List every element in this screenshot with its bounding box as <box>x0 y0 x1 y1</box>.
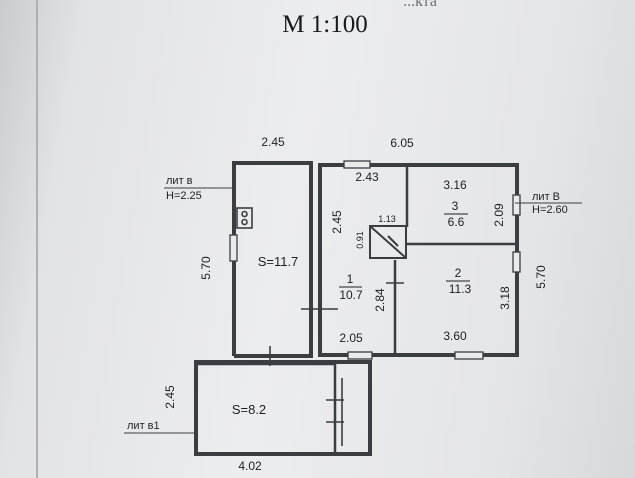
area-porch: S=8.2 <box>232 402 266 417</box>
stove-icon <box>236 207 253 229</box>
lit-label-porch: лит в1 <box>127 420 160 432</box>
room-3-area: 6.6 <box>448 215 465 229</box>
dim-right-lower: 3.18 <box>498 286 512 310</box>
room-2-area: 11.3 <box>449 282 472 296</box>
window-bottom-left <box>347 351 373 360</box>
window-top <box>343 160 371 169</box>
lit-label-left-block: лит в <box>166 175 193 187</box>
dim-stair-width: 1.13 <box>378 214 396 224</box>
staircase-landing <box>387 235 399 247</box>
window-bottom-right <box>454 351 484 360</box>
partitions <box>196 167 516 453</box>
window-right-upper <box>512 194 521 216</box>
height-left-block: Н=2.25 <box>166 190 202 202</box>
dim-mid-vertical: 2.84 <box>373 288 387 312</box>
room-1-area: 10.7 <box>339 288 363 302</box>
dim-top-left: 2.45 <box>261 135 285 149</box>
door-marks <box>269 282 404 446</box>
dim-top-inner: 2.43 <box>355 170 379 184</box>
dim-left-block-height: 5.70 <box>199 256 213 280</box>
sheet-margin-line <box>36 0 38 478</box>
dim-bottom-right: 3.60 <box>443 329 467 343</box>
dim-right-inner: 2.09 <box>492 203 506 227</box>
lit-label-main-block: лит В <box>532 191 560 203</box>
staircase <box>369 225 407 259</box>
dim-top-right: 6.05 <box>390 136 414 150</box>
scale-label: М 1:100 <box>282 11 367 38</box>
area-left-block: S=11.7 <box>258 254 299 269</box>
dim-stair-height: 0.91 <box>355 231 365 249</box>
room-1-number: 1 <box>347 272 354 286</box>
dim-left-inner: 2.45 <box>330 210 344 234</box>
room-2-label: 2 11.3 <box>446 266 472 296</box>
room-2-number: 2 <box>455 266 462 280</box>
header-partial-text: ...кта <box>403 0 437 10</box>
staircase-box <box>369 225 407 259</box>
left-block-outer-wall <box>232 161 313 358</box>
dim-porch-height: 2.45 <box>163 385 177 409</box>
windows <box>229 160 521 360</box>
dim-bottom-left: 2.05 <box>339 331 363 345</box>
height-main-block: Н=2.60 <box>532 204 568 216</box>
staircase-diagonal <box>369 225 407 259</box>
main-block-outer-wall <box>318 163 519 357</box>
leader-lines <box>124 187 582 434</box>
porch-outer-wall <box>194 360 372 456</box>
window-right-lower <box>512 251 521 273</box>
dim-top-right-inner: 3.16 <box>443 178 467 192</box>
room-3-label: 3 6.6 <box>444 199 468 229</box>
dim-porch-width: 4.02 <box>238 459 262 473</box>
dim-main-block-height: 5.70 <box>534 265 548 289</box>
room-1-label: 1 10.7 <box>339 272 363 302</box>
room-3-number: 3 <box>452 199 459 213</box>
window-left-block <box>229 234 238 262</box>
